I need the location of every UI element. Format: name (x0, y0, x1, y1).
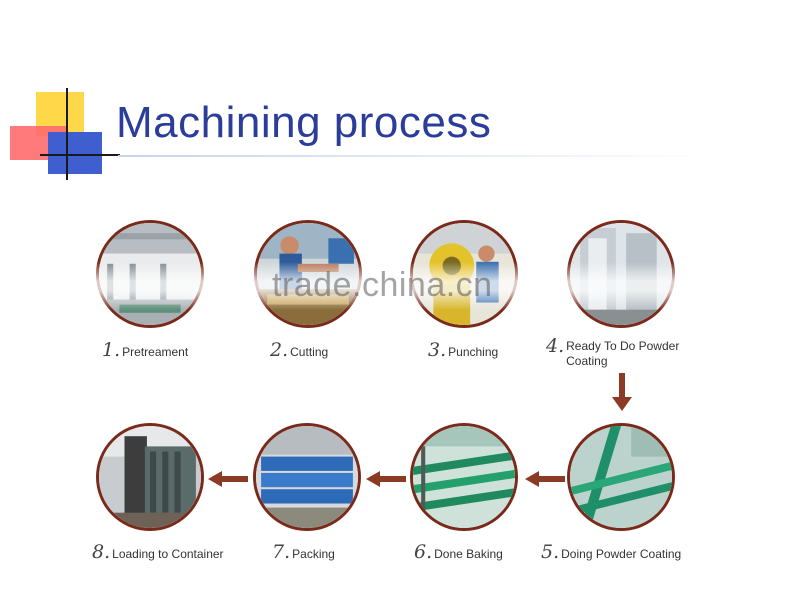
watermark-text: trade.china.cn (272, 266, 493, 304)
arrow-left-icon (366, 471, 406, 487)
watermark-blur-band (95, 262, 685, 310)
title-underline (118, 155, 718, 157)
title-deco-cross-line (40, 154, 120, 156)
step-4-label: 4.Ready To Do Powder Coating (546, 335, 680, 369)
step-6-label: 6.Done Baking (414, 541, 503, 563)
title-deco-blue-square (48, 132, 102, 174)
step-3-label: 3.Punching (428, 339, 499, 361)
step-7-photo (253, 423, 361, 531)
step-8-photo (96, 423, 204, 531)
arrow-left-icon (525, 471, 565, 487)
step-5-photo (567, 423, 675, 531)
step-5-label: 5.Doing Powder Coating (541, 541, 682, 563)
step-2-label: 2.Cutting (270, 339, 329, 361)
arrow-down-icon (612, 373, 632, 411)
page-title: Machining process (116, 98, 492, 147)
step-1-label: 1.Pretreament (102, 339, 189, 361)
step-7-label: 7.Packing (272, 541, 335, 563)
title-deco-vertical-line (66, 88, 68, 180)
step-6-photo (410, 423, 518, 531)
step-8-label: 8.Loading to Container (92, 541, 224, 563)
arrow-left-icon (208, 471, 248, 487)
